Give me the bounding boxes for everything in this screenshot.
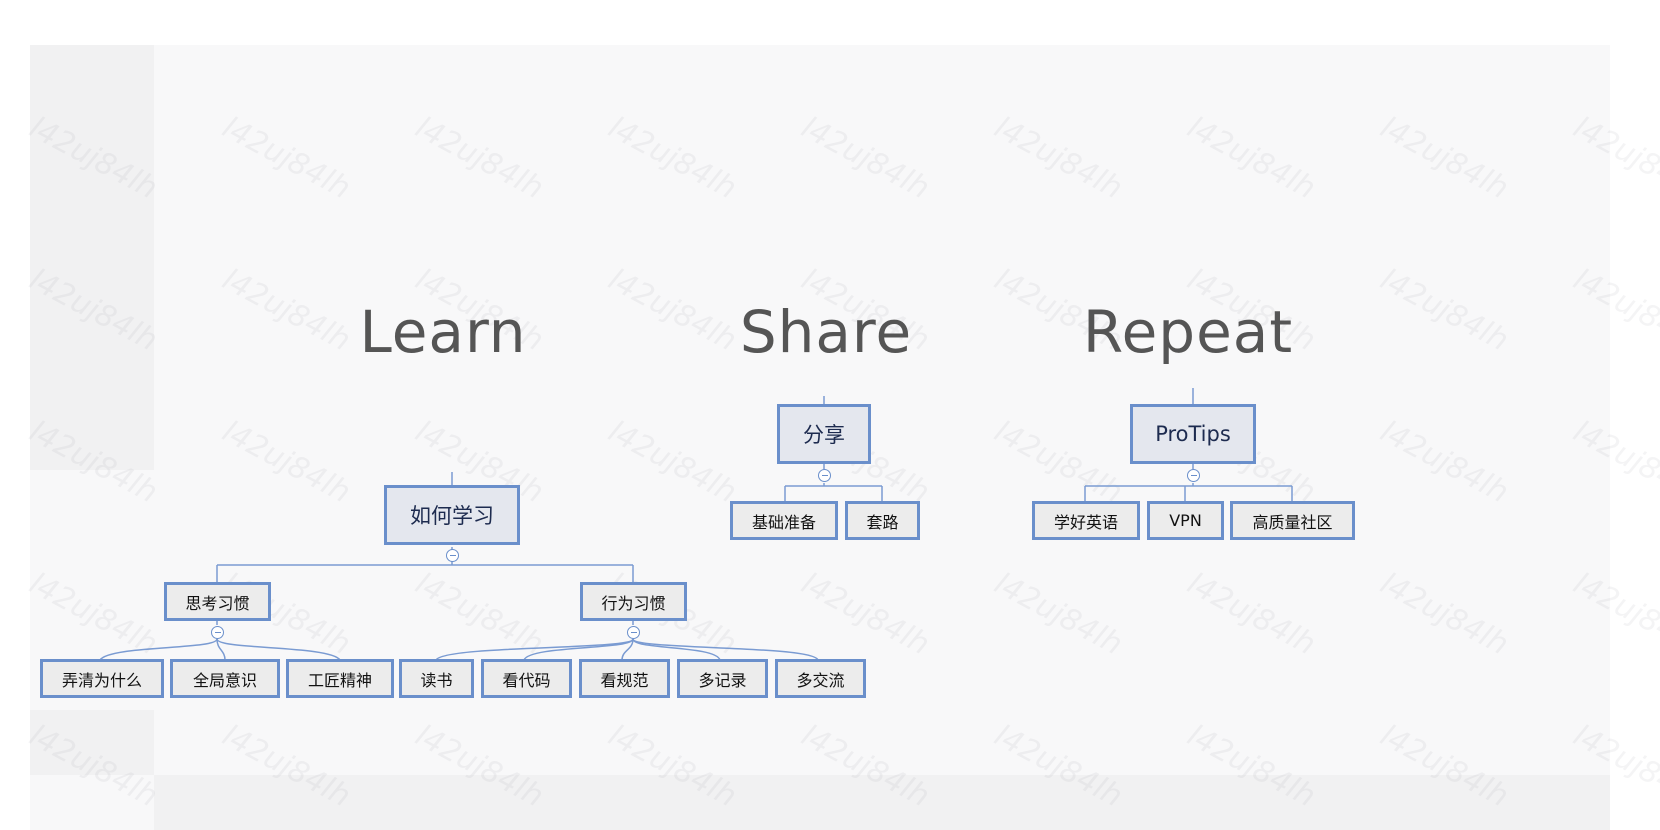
learn-group-behavior-node[interactable]: 行为习惯 [580, 582, 687, 621]
learn-leaf-node[interactable]: 多交流 [775, 659, 866, 698]
heading-share: Share [739, 298, 913, 366]
share-leaf-node[interactable]: 基础准备 [730, 501, 838, 540]
learn-leaf-node[interactable]: 读书 [399, 659, 474, 698]
background-panel-left-bottom [30, 710, 154, 775]
learn-root-collapse-icon[interactable] [446, 549, 459, 562]
repeat-root-collapse-icon[interactable] [1187, 469, 1200, 482]
learn-leaf-node[interactable]: 工匠精神 [286, 659, 394, 698]
learn-group-thinking-node[interactable]: 思考习惯 [164, 582, 271, 621]
background-panel-bottom [154, 775, 1610, 830]
repeat-leaf-node[interactable]: 学好英语 [1032, 501, 1140, 540]
repeat-leaf-node[interactable]: 高质量社区 [1230, 501, 1355, 540]
background-panel-left [30, 45, 154, 470]
learn-leaf-node[interactable]: 看代码 [481, 659, 572, 698]
learn-group-behavior-collapse-icon[interactable] [627, 626, 640, 639]
share-root-collapse-icon[interactable] [818, 469, 831, 482]
heading-learn: Learn [359, 298, 527, 366]
learn-leaf-node[interactable]: 看规范 [579, 659, 670, 698]
learn-leaf-node[interactable]: 多记录 [677, 659, 768, 698]
learn-leaf-node[interactable]: 全局意识 [170, 659, 280, 698]
repeat-root-node[interactable]: ProTips [1130, 404, 1256, 464]
learn-root-node[interactable]: 如何学习 [384, 485, 520, 545]
learn-leaf-node[interactable]: 弄清为什么 [40, 659, 164, 698]
heading-repeat: Repeat [1082, 298, 1294, 366]
learn-group-thinking-collapse-icon[interactable] [211, 626, 224, 639]
share-root-node[interactable]: 分享 [777, 404, 871, 464]
share-leaf-node[interactable]: 套路 [845, 501, 920, 540]
repeat-leaf-node[interactable]: VPN [1147, 501, 1224, 540]
